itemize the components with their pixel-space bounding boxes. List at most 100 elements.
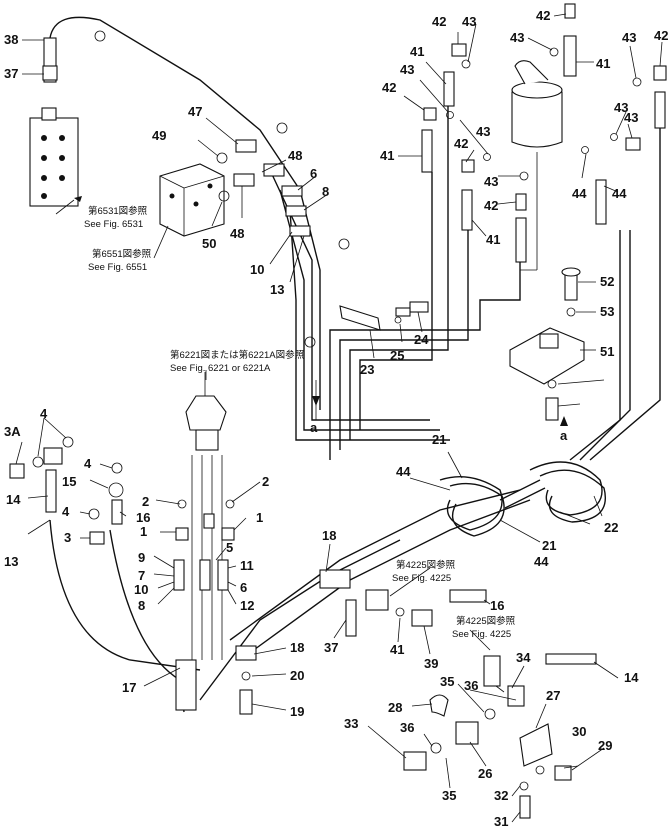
part-label: 21 [542, 538, 556, 553]
part-label: 41 [390, 642, 404, 657]
artwork [9, 3, 667, 819]
part-label: 10 [250, 262, 264, 277]
part-label: 31 [494, 814, 508, 829]
part-label: 43 [476, 124, 490, 139]
part-label: 43 [462, 14, 476, 29]
part-label: 50 [202, 236, 216, 251]
part-label: 42 [484, 198, 498, 213]
part-label: 9 [138, 550, 145, 565]
part-label: 18 [290, 640, 304, 655]
part-label: 28 [388, 700, 402, 715]
part-label: 43 [510, 30, 524, 45]
part-label: 43 [624, 110, 638, 125]
part-label: 48 [230, 226, 244, 241]
part-label: 29 [598, 738, 612, 753]
part-label: 35 [440, 674, 454, 689]
arrow-icon [74, 196, 82, 202]
part-label: 41 [486, 232, 500, 247]
part-label: 44 [572, 186, 587, 201]
part-label: 41 [410, 44, 424, 59]
part-labels: 38 37 42 43 42 43 41 43 42 41 43 42 41 4… [4, 8, 668, 829]
part-label: 24 [414, 332, 429, 347]
part-label: 41 [380, 148, 394, 163]
part-label: 41 [596, 56, 610, 71]
part-label: 37 [324, 640, 338, 655]
part-label: 3 [64, 530, 71, 545]
part-label: 42 [654, 28, 668, 43]
part-label: 39 [424, 656, 438, 671]
part-label: 44 [612, 186, 627, 201]
accumulator [511, 60, 563, 271]
part-label: 42 [454, 136, 468, 151]
part-label: 2 [262, 474, 269, 489]
part-label: 49 [152, 128, 166, 143]
ref-4225b-en: See Fig. 4225 [452, 629, 511, 640]
part-label: 48 [288, 148, 302, 163]
part-label: 37 [4, 66, 18, 81]
part-label: 14 [6, 492, 21, 507]
part-label: 13 [4, 554, 18, 569]
part-label: 1 [140, 524, 147, 539]
flow-marker-a-right: a [560, 428, 568, 443]
flow-marker-a-left: a [310, 420, 318, 435]
ref-4225b-jp: 第4225図参照 [456, 615, 516, 627]
part-label: 4 [84, 456, 92, 471]
part-label: 10 [134, 582, 148, 597]
part-label: 42 [536, 8, 550, 23]
part-label: 20 [290, 668, 304, 683]
part-label: 43 [400, 62, 414, 77]
flow-markers: a a [310, 396, 568, 443]
part-label: 44 [396, 464, 411, 479]
part-label: 3A [4, 424, 21, 439]
ref-6551-en: See Fig. 6551 [88, 262, 147, 273]
bracket-23 [339, 301, 429, 331]
part-label: 18 [322, 528, 336, 543]
part-label: 8 [322, 184, 329, 199]
part-label: 38 [4, 32, 18, 47]
leader-lines [15, 13, 663, 823]
part-label: 32 [494, 788, 508, 803]
part-label: 42 [382, 80, 396, 95]
ref-4225a-jp: 第4225図参照 [396, 559, 456, 571]
part-label: 4 [40, 406, 48, 421]
part-label: 14 [624, 670, 639, 685]
part-label: 44 [534, 554, 549, 569]
part-label: 7 [138, 568, 145, 583]
part-label: 16 [490, 598, 504, 613]
control-valve-block [29, 37, 79, 207]
arrow-down-icon [312, 396, 320, 406]
ref-6221-jp: 第6221図または第6221A図参照 [170, 349, 305, 361]
ref-6531-jp: 第6531図参照 [88, 205, 148, 217]
part-label: 19 [290, 704, 304, 719]
ref-6221-en: See Fig. 6221 or 6221A [170, 363, 271, 374]
part-label: 11 [240, 558, 254, 573]
part-label: 30 [572, 724, 586, 739]
part-label: 43 [484, 174, 498, 189]
part-label: 6 [240, 580, 247, 595]
part-label: 25 [390, 348, 404, 363]
fittings-lower-right [239, 589, 597, 819]
part-label: 52 [600, 274, 614, 289]
part-label: 53 [600, 304, 614, 319]
part-label: 1 [256, 510, 263, 525]
part-label: 34 [516, 650, 531, 665]
part-label: 36 [400, 720, 414, 735]
lower-hoses [49, 489, 531, 713]
fittings-top-right [421, 3, 667, 263]
arrow-up-icon [560, 416, 568, 426]
ref-4225a-en: See Fig. 4225 [392, 573, 451, 584]
part-label: 12 [240, 598, 254, 613]
right-hoses [329, 106, 661, 461]
part-label: 47 [188, 104, 202, 119]
part-label: 17 [122, 680, 136, 695]
part-label: 22 [604, 520, 618, 535]
part-label: 43 [614, 100, 628, 115]
part-label: 36 [464, 678, 478, 693]
manifold-block [159, 163, 225, 237]
fittings-upper-middle [216, 139, 311, 237]
part-label: 43 [622, 30, 636, 45]
bracket-49 [509, 267, 585, 421]
part-label: 42 [432, 14, 446, 29]
ref-6531-en: See Fig. 6531 [84, 219, 143, 230]
